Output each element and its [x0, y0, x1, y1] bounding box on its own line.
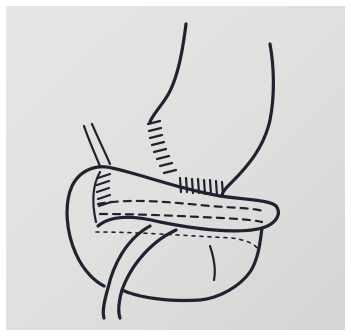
paper-sheet: [6, 6, 345, 330]
